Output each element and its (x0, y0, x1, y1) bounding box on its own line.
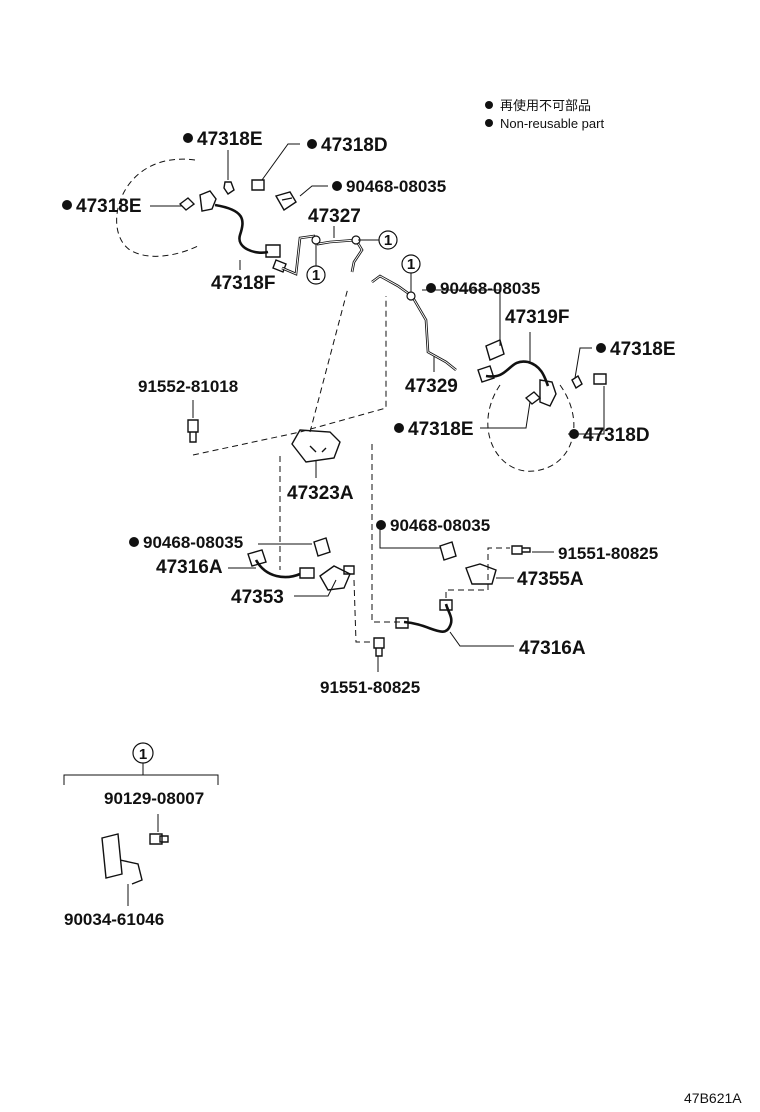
bolt-shape (149, 833, 169, 845)
tube-nut (439, 599, 453, 611)
clamp-point (311, 235, 321, 245)
union-bolt-shape (593, 373, 607, 385)
gasket-shape (524, 391, 542, 405)
label-47329: 47329 (405, 376, 458, 397)
tube-nut (299, 567, 315, 579)
non-reusable-bullet-icon (569, 429, 579, 439)
label-47353: 47353 (231, 587, 284, 608)
union-bolt-shape (251, 179, 265, 191)
callout-1-detail: 1 (63, 742, 219, 906)
brake-tube-47327-end (350, 239, 364, 273)
gasket-shape (571, 374, 583, 390)
legend: 再使用不可部品 Non-reusable part (485, 98, 604, 131)
front-left-wheel-assembly (116, 158, 297, 257)
label-47318E-top: 47318E (197, 129, 263, 150)
main-callouts: 1 1 1 (306, 230, 421, 292)
connection-dash (309, 287, 349, 433)
hose-end-fitting (395, 617, 409, 629)
label-90034-61046: 90034-61046 (64, 910, 164, 929)
part-labels: 47318E 47318D 47318E 90468-08035 47327 4… (62, 129, 742, 1106)
connection-dash (353, 579, 372, 643)
hose-end-fitting (265, 244, 281, 258)
label-47318E-lower: 47318E (408, 419, 474, 440)
detail-bracket-line (63, 763, 219, 785)
label-47316A-left: 47316A (156, 557, 223, 578)
tube-nut (272, 259, 287, 273)
hose-end-fitting (247, 549, 267, 567)
diagram-code: 47B621A (684, 1090, 742, 1106)
non-reusable-bullet-icon (376, 520, 386, 530)
flexible-hose-47316A-right (403, 603, 453, 633)
bracket-47355A (465, 563, 497, 585)
wheel-outline (487, 384, 575, 472)
bolt-shape (373, 637, 385, 657)
callout-number: 1 (407, 256, 415, 273)
label-47318E-left: 47318E (76, 196, 142, 217)
callout-number: 1 (139, 746, 147, 763)
label-91551-80825-right: 91551-80825 (558, 544, 658, 563)
clamp-point (406, 291, 416, 301)
non-reusable-bullet-icon (332, 181, 342, 191)
label-47355A: 47355A (517, 569, 584, 590)
flexible-hose-47318F (214, 203, 269, 254)
label-leaders (150, 143, 605, 672)
label-47319F: 47319F (505, 307, 569, 328)
non-reusable-bullet-icon (183, 133, 193, 143)
label-90468-08035-left: 90468-08035 (143, 533, 243, 552)
clip-shape (313, 537, 331, 557)
hose-end-fitting (477, 365, 495, 383)
gasket-shape (178, 197, 196, 211)
callout-number: 1 (312, 267, 320, 284)
non-reusable-bullet-icon (129, 537, 139, 547)
clip-shape (274, 191, 297, 211)
legend-bullet-icon (485, 119, 493, 127)
label-47318D-lower: 47318D (583, 425, 650, 446)
label-47316A-right: 47316A (519, 638, 586, 659)
wheel-outline (116, 158, 201, 257)
label-47327: 47327 (308, 206, 361, 227)
non-reusable-bullet-icon (596, 343, 606, 353)
label-90468-08035-right: 90468-08035 (390, 516, 490, 535)
non-reusable-bullet-icon (307, 139, 317, 149)
label-90468-08035-top: 90468-08035 (346, 177, 446, 196)
bolt-shape (187, 419, 199, 443)
connection-dash (445, 547, 510, 598)
non-reusable-bullet-icon (426, 283, 436, 293)
label-90129-08007: 90129-08007 (104, 789, 204, 808)
caliper-fitting (199, 190, 217, 212)
clamp-bracket (101, 833, 143, 885)
gasket-shape (223, 181, 235, 195)
legend-line-english: Non-reusable part (500, 116, 604, 131)
bracket-47323A (291, 429, 341, 463)
label-47318E-right: 47318E (610, 339, 676, 360)
connection-dash (192, 296, 387, 456)
bracket-47353 (319, 565, 351, 591)
label-47318D-top: 47318D (321, 135, 388, 156)
label-90468-08035-mid: 90468-08035 (440, 279, 540, 298)
bolt-shape (511, 545, 531, 555)
non-reusable-bullet-icon (62, 200, 72, 210)
front-right-wheel-assembly (477, 339, 607, 472)
label-91552-81018: 91552-81018 (138, 377, 238, 396)
legend-line-japanese: 再使用不可部品 (500, 98, 591, 113)
non-reusable-bullet-icon (394, 423, 404, 433)
label-91551-80825-bottom: 91551-80825 (320, 678, 420, 697)
label-47318F: 47318F (211, 273, 275, 294)
callout-circle (132, 742, 154, 764)
clip-shape (485, 339, 505, 361)
label-47323A: 47323A (287, 483, 354, 504)
callout-number: 1 (384, 232, 392, 249)
legend-bullet-icon (485, 101, 493, 109)
clip-shape (439, 541, 457, 561)
flexible-hose-47319F (485, 360, 550, 387)
bracket-tab (343, 565, 355, 575)
